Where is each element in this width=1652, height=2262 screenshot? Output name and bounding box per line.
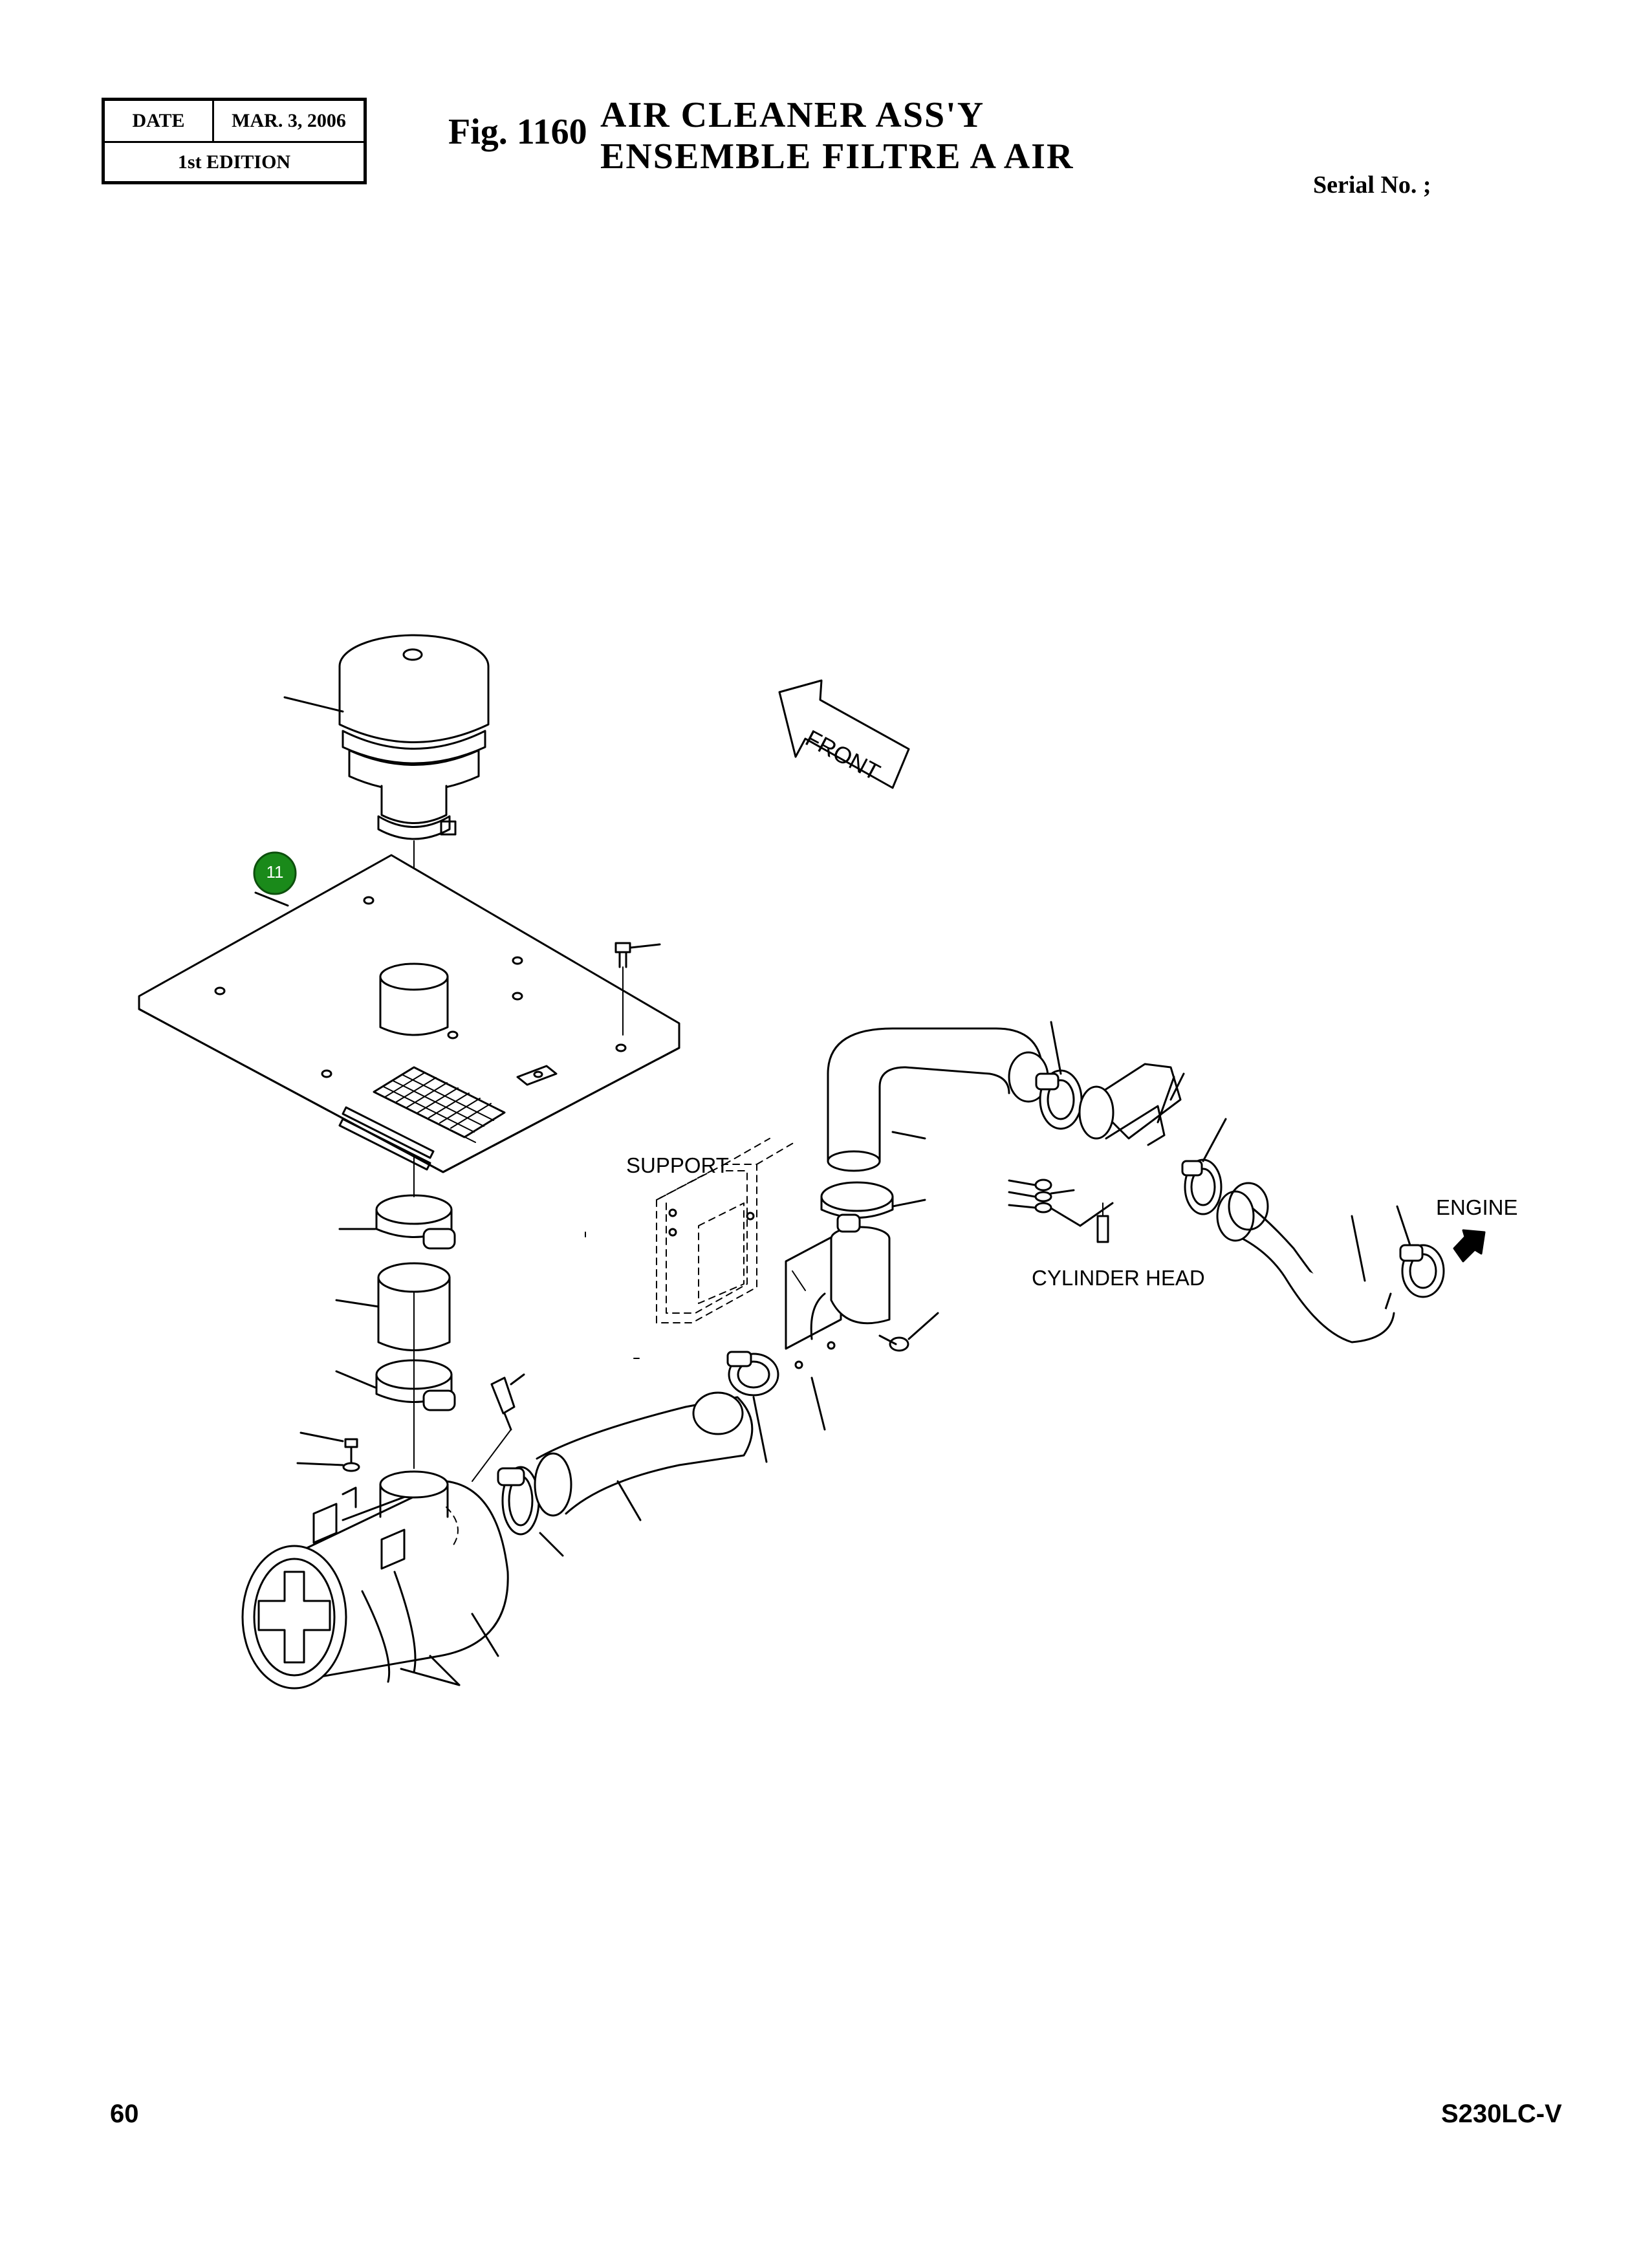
figure-number: Fig. 1160	[448, 112, 587, 152]
air-cleaner-body	[241, 1470, 509, 1690]
mounting-plate	[138, 854, 680, 1173]
engine-intake-hose	[1216, 1182, 1395, 1343]
lower-intake-hose	[534, 1391, 754, 1521]
pre-cleaner-cap	[283, 634, 490, 840]
hose-clamp-2	[335, 1359, 456, 1411]
support-holes	[668, 1208, 755, 1237]
support-outline	[656, 1138, 796, 1323]
stud-pin	[1096, 1202, 1109, 1243]
stray-marks	[585, 1232, 640, 1359]
engine-arrow	[1453, 1229, 1486, 1263]
vacuum-indicator	[472, 1373, 525, 1482]
upper-u-hose	[827, 1027, 1049, 1172]
date-value: MAR. 3, 2006	[232, 110, 346, 131]
connector-sleeve	[335, 1262, 451, 1351]
edition-label: 1st EDITION	[177, 151, 291, 173]
support-label: SUPPORT	[626, 1153, 729, 1177]
hose-clamp-5	[820, 1181, 926, 1233]
hose-clamp-1	[338, 1194, 456, 1250]
date-row: DATE MAR. 3, 2006	[105, 101, 364, 143]
callout-11	[253, 851, 297, 895]
model-number: S230LC-V	[1441, 2100, 1562, 2128]
elbow-bolt	[878, 1312, 939, 1352]
date-label: DATE	[105, 101, 214, 141]
straight-tube	[1078, 1063, 1185, 1146]
page-number: 60	[110, 2100, 139, 2128]
cylinder-head-label: CYLINDER HEAD	[1032, 1266, 1205, 1290]
elbow-bracket	[785, 1226, 891, 1431]
callout-11-number: 11	[266, 862, 284, 882]
hose-clamp-8	[1396, 1205, 1445, 1298]
date-box: DATE MAR. 3, 2006 1st EDITION	[102, 98, 367, 184]
hose-clamp-7	[1181, 1118, 1227, 1215]
nut-washer-stack	[1008, 1179, 1114, 1227]
plate-bolt	[614, 942, 661, 1036]
serial-number-label: Serial No. ;	[1313, 171, 1431, 199]
hose-clamp-4	[726, 1351, 779, 1463]
hose-clamp-3	[497, 1466, 564, 1557]
engine-label: ENGINE	[1436, 1195, 1518, 1219]
hose-clamp-6	[1035, 1021, 1083, 1130]
title-french: ENSEMBLE FILTRE A AIR	[600, 136, 1074, 177]
front-arrow	[778, 679, 910, 789]
title-english: AIR CLEANER ASS'Y	[600, 95, 985, 135]
bracket-bolt	[296, 1431, 360, 1472]
